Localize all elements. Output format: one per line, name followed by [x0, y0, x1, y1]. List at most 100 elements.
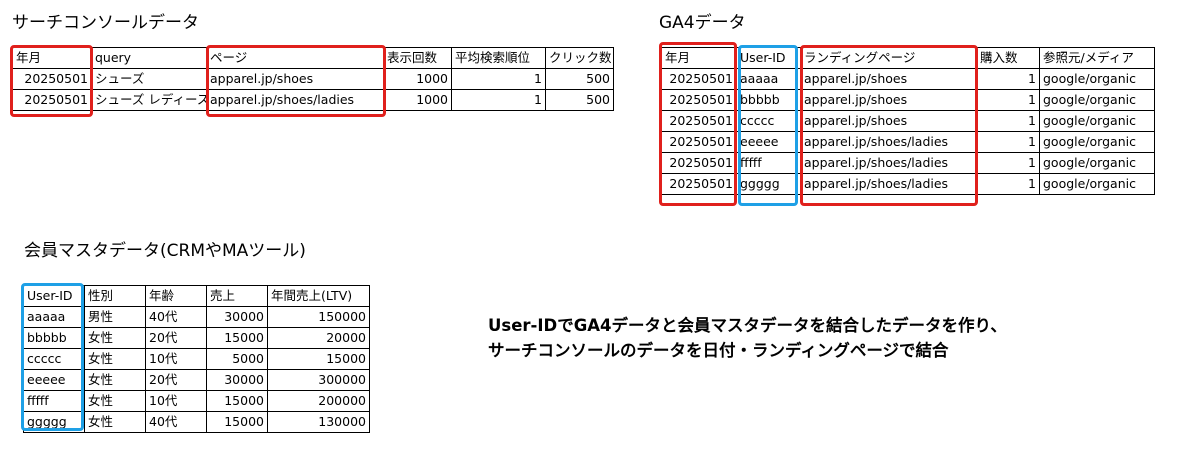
- table-cell: 40代: [145, 306, 207, 328]
- header-cell: 年間売上(LTV): [267, 285, 370, 307]
- table-row: fffff 女性 10代 15000 200000: [23, 390, 370, 412]
- table-row: eeeee 女性 20代 30000 300000: [23, 369, 370, 391]
- table-cell: google/organic: [1039, 89, 1155, 111]
- table-cell: 15000: [206, 411, 268, 433]
- table-cell: 20代: [145, 369, 207, 391]
- table-row: ccccc 女性 10代 5000 15000: [23, 348, 370, 370]
- table-cell: fffff: [23, 390, 85, 412]
- table-cell: google/organic: [1039, 131, 1155, 153]
- table-header-row: 年月 query ページ 表示回数 平均検索順位 クリック数: [12, 47, 614, 69]
- header-cell: ページ: [206, 47, 384, 69]
- table-cell: 5000: [206, 348, 268, 370]
- table-cell: 1: [976, 68, 1040, 90]
- ga4-title: GA4データ: [659, 13, 746, 33]
- table-cell: apparel.jp/shoes/ladies: [800, 173, 977, 195]
- table-cell: 10代: [145, 390, 207, 412]
- header-cell: 性別: [84, 285, 146, 307]
- table-cell: 20250501: [661, 89, 737, 111]
- table-cell: 1: [451, 68, 546, 90]
- table-cell: bbbbb: [23, 327, 85, 349]
- table-cell: apparel.jp/shoes/ladies: [206, 89, 384, 111]
- table-cell: 130000: [267, 411, 370, 433]
- table-row: 20250501 eeeee apparel.jp/shoes/ladies 1…: [661, 131, 1155, 153]
- table-cell: 200000: [267, 390, 370, 412]
- table-row: 20250501 aaaaa apparel.jp/shoes 1 google…: [661, 68, 1155, 90]
- table-cell: 20250501: [661, 110, 737, 132]
- members-title: 会員マスタデータ(CRMやMAツール): [24, 241, 306, 261]
- header-cell: 年月: [661, 47, 737, 69]
- table-cell: 男性: [84, 306, 146, 328]
- header-cell: 参照元/メディア: [1039, 47, 1155, 69]
- table-cell: google/organic: [1039, 110, 1155, 132]
- table-cell: シューズ レディース: [91, 89, 207, 111]
- join-explanation-line-2: サーチコンソールのデータを日付・ランディングページで結合: [488, 341, 949, 360]
- header-cell: User-ID: [23, 285, 85, 307]
- join-explanation: User-IDでGA4データと会員マスタデータを結合したデータを作り、 サーチコ…: [488, 313, 1007, 363]
- table-cell: bbbbb: [736, 89, 801, 111]
- table-cell: apparel.jp/shoes: [206, 68, 384, 90]
- table-row: 20250501 ccccc apparel.jp/shoes 1 google…: [661, 110, 1155, 132]
- table-cell: ggggg: [23, 411, 85, 433]
- table-cell: fffff: [736, 152, 801, 174]
- table-header-row: User-ID 性別 年齢 売上 年間売上(LTV): [23, 285, 370, 307]
- table-cell: 1: [976, 131, 1040, 153]
- table-cell: 15000: [267, 348, 370, 370]
- table-cell: 女性: [84, 411, 146, 433]
- table-cell: google/organic: [1039, 173, 1155, 195]
- table-row: ggggg 女性 40代 15000 130000: [23, 411, 370, 433]
- table-cell: 20250501: [12, 68, 92, 90]
- table-header-row: 年月 User-ID ランディングページ 購入数 参照元/メディア: [661, 47, 1155, 69]
- table-cell: apparel.jp/shoes/ladies: [800, 131, 977, 153]
- header-cell: ランディングページ: [800, 47, 977, 69]
- table-cell: 1: [451, 89, 546, 111]
- header-cell: クリック数: [545, 47, 614, 69]
- table-cell: 1: [976, 89, 1040, 111]
- table-cell: 500: [545, 89, 614, 111]
- table-cell: 500: [545, 68, 614, 90]
- table-cell: 20250501: [12, 89, 92, 111]
- header-cell: 売上: [206, 285, 268, 307]
- table-row: 20250501 bbbbb apparel.jp/shoes 1 google…: [661, 89, 1155, 111]
- table-cell: 10代: [145, 348, 207, 370]
- table-cell: ccccc: [23, 348, 85, 370]
- table-cell: 女性: [84, 390, 146, 412]
- search-console-table: 年月 query ページ 表示回数 平均検索順位 クリック数 20250501 …: [12, 47, 614, 111]
- search-console-title: サーチコンソールデータ: [12, 13, 199, 33]
- table-cell: 20250501: [661, 152, 737, 174]
- ga4-table: 年月 User-ID ランディングページ 購入数 参照元/メディア 202505…: [661, 47, 1155, 195]
- table-cell: 20代: [145, 327, 207, 349]
- table-cell: 15000: [206, 390, 268, 412]
- table-cell: 150000: [267, 306, 370, 328]
- table-cell: 1000: [383, 89, 452, 111]
- table-row: bbbbb 女性 20代 15000 20000: [23, 327, 370, 349]
- header-cell: 表示回数: [383, 47, 452, 69]
- table-cell: 1: [976, 110, 1040, 132]
- table-cell: ccccc: [736, 110, 801, 132]
- table-cell: apparel.jp/shoes/ladies: [800, 152, 977, 174]
- table-cell: aaaaa: [736, 68, 801, 90]
- table-cell: 30000: [206, 369, 268, 391]
- header-cell: 年齢: [145, 285, 207, 307]
- table-cell: eeeee: [23, 369, 85, 391]
- table-cell: 女性: [84, 369, 146, 391]
- header-cell: User-ID: [736, 47, 801, 69]
- header-cell: 購入数: [976, 47, 1040, 69]
- table-cell: apparel.jp/shoes: [800, 68, 977, 90]
- table-cell: 40代: [145, 411, 207, 433]
- table-cell: 1: [976, 152, 1040, 174]
- table-cell: シューズ: [91, 68, 207, 90]
- table-cell: 1000: [383, 68, 452, 90]
- table-cell: 15000: [206, 327, 268, 349]
- header-cell: query: [91, 47, 207, 69]
- table-cell: 20250501: [661, 68, 737, 90]
- table-cell: 20000: [267, 327, 370, 349]
- table-cell: ggggg: [736, 173, 801, 195]
- table-cell: 女性: [84, 348, 146, 370]
- table-row: 20250501 fffff apparel.jp/shoes/ladies 1…: [661, 152, 1155, 174]
- table-cell: apparel.jp/shoes: [800, 110, 977, 132]
- table-row: aaaaa 男性 40代 30000 150000: [23, 306, 370, 328]
- table-cell: eeeee: [736, 131, 801, 153]
- table-cell: 30000: [206, 306, 268, 328]
- table-cell: aaaaa: [23, 306, 85, 328]
- members-table: User-ID 性別 年齢 売上 年間売上(LTV) aaaaa 男性 40代 …: [23, 285, 370, 433]
